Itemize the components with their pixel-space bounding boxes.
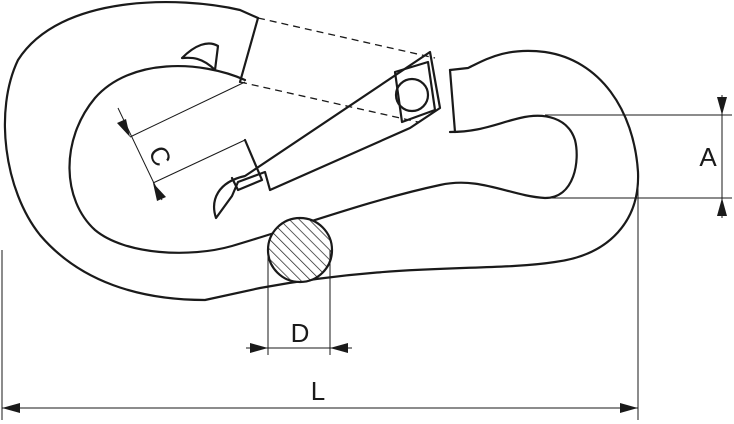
hook-inner-loop-outline xyxy=(68,64,578,254)
dim-d-arrow-right xyxy=(330,343,348,353)
dim-a-arrow-bottom xyxy=(717,198,727,216)
dim-c-arrow-bottom xyxy=(153,183,166,201)
dim-l-label: L xyxy=(311,376,325,406)
dim-a-arrow-top xyxy=(717,97,727,115)
dim-l-arrow-right xyxy=(620,403,638,413)
gate-latch-notch xyxy=(230,138,264,192)
gate-swing-line-top xyxy=(257,17,436,59)
dim-a-label: A xyxy=(699,142,717,172)
dim-c-arrow-top xyxy=(117,119,130,137)
wire-cross-section xyxy=(266,216,334,284)
dim-d-arrow-left xyxy=(250,343,268,353)
gate-swing-line-bottom xyxy=(239,81,419,123)
dim-c-label: C xyxy=(142,141,177,171)
hook-body-outline xyxy=(3,1,640,302)
dim-d-label: D xyxy=(291,318,310,348)
dim-l-arrow-left xyxy=(2,403,20,413)
gate-lever xyxy=(213,50,442,220)
pivot-pin xyxy=(394,77,430,113)
gate-seat-outline xyxy=(238,16,260,84)
dim-c-ext-top xyxy=(129,81,246,138)
pivot-housing xyxy=(393,60,437,124)
eye-boss-outline xyxy=(448,68,457,134)
dim-c-ext-bottom xyxy=(152,139,246,184)
gate-seat-notch xyxy=(180,42,220,72)
